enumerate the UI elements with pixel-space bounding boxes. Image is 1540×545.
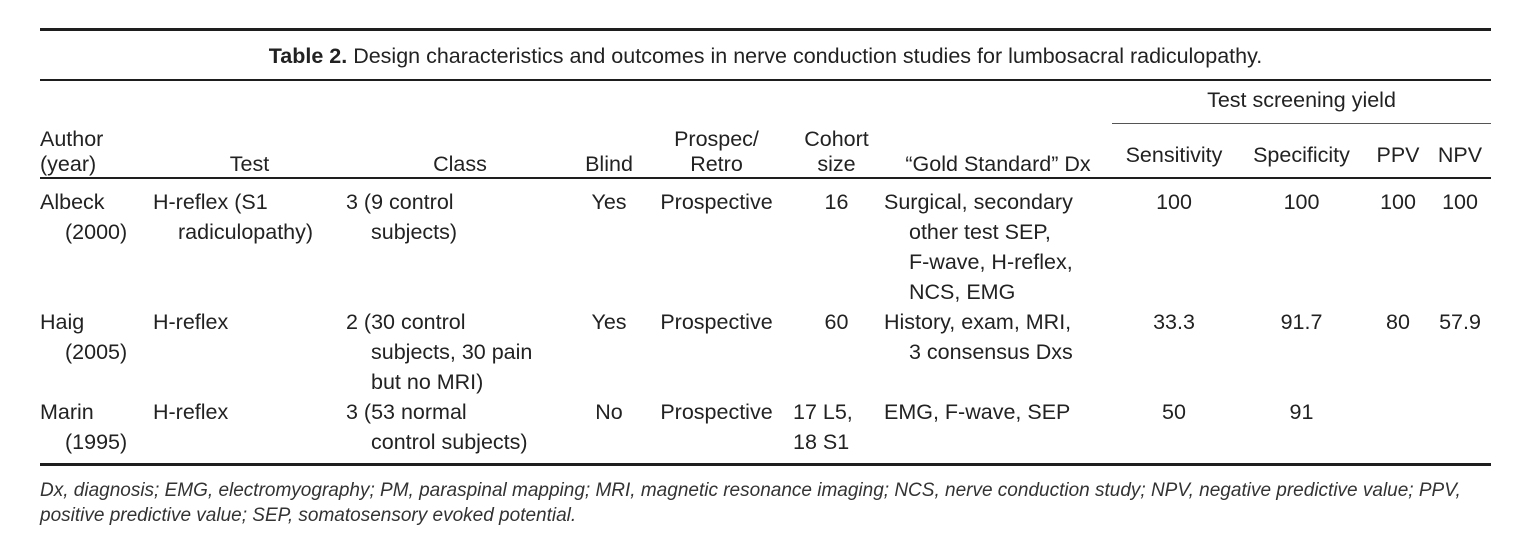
cell-line: 18 S1: [793, 430, 850, 454]
table-row: Albeck (2000) H-reflex (S1 radiculopathy) 3 …: [40, 178, 1491, 307]
cell-line: 3 consensus Dxs: [909, 340, 1073, 364]
table-footnote: Dx, diagnosis; EMG, electromyography; PM…: [40, 480, 1461, 526]
header-specificity: Specificity: [1253, 143, 1350, 167]
cell-class: 3 (9 control subjects): [346, 178, 574, 307]
cell-line: History, exam, MRI,: [884, 310, 1072, 334]
cell-author: Marin (1995): [40, 397, 153, 463]
cell-line: NCS, EMG: [909, 280, 1016, 304]
cell-class: 3 (53 normal control subjects): [346, 397, 574, 463]
header-blind: Blind: [585, 152, 633, 176]
cell-line: 60: [824, 310, 849, 334]
cell-test: H-reflex: [153, 397, 346, 463]
caption-text: Design characteristics and outcomes in n…: [347, 44, 1263, 68]
table-figure: Table 2. Design characteristics and outc…: [40, 28, 1492, 528]
header-cohort-size: Cohort size: [804, 127, 869, 176]
cell-ppv: 80: [1386, 310, 1410, 334]
cell-line: (2005): [65, 340, 128, 364]
header-npv: NPV: [1437, 143, 1483, 167]
cell-sensitivity: 50: [1162, 400, 1186, 424]
caption-label: Table 2.: [268, 44, 348, 68]
cell-line: subjects, 30 pain: [371, 340, 533, 364]
cell-line: F-wave, H-reflex,: [909, 250, 1073, 274]
cell-line: Marin: [40, 400, 94, 424]
cell-ppv: [1367, 397, 1429, 463]
cell-line: Haig: [40, 310, 85, 334]
cell-line: 3 (53 normal: [346, 400, 467, 424]
header-sensitivity: Sensitivity: [1125, 143, 1223, 167]
caption-rule: [40, 79, 1491, 81]
cell-prospec: Prospective: [660, 310, 773, 334]
bottom-rule: [40, 463, 1491, 466]
header-test-screening-yield: Test screening yield: [1112, 81, 1492, 124]
header-test: Test: [229, 152, 270, 176]
cell-specificity: 100: [1283, 190, 1320, 214]
cell-line: H-reflex: [153, 400, 229, 424]
cell-specificity: 91.7: [1280, 310, 1323, 334]
cell-author: Haig (2005): [40, 307, 153, 397]
cell-line: 3 (9 control: [346, 190, 454, 214]
cell-cohort: 60: [789, 307, 884, 397]
table-row: Haig (2005) H-reflex 2 (30 control subjects,…: [40, 307, 1491, 397]
cell-specificity: 91: [1289, 400, 1314, 424]
header-gold-standard: “Gold Standard” Dx: [905, 152, 1091, 176]
table-caption: Table 2. Design characteristics and outc…: [40, 31, 1491, 79]
cell-line: Albeck: [40, 190, 105, 214]
cell-ppv: 100: [1380, 190, 1416, 214]
header-author: Author (year): [40, 127, 104, 176]
cell-line: EMG, F-wave, SEP: [884, 400, 1071, 424]
cell-prospec: Prospective: [660, 190, 773, 214]
cell-line: H-reflex: [153, 310, 229, 334]
cell-npv: [1429, 397, 1491, 463]
cell-blind: Yes: [591, 310, 627, 334]
cell-cohort: 17 L5, 18 S1: [789, 397, 884, 463]
cell-blind: Yes: [591, 190, 627, 214]
cell-sensitivity: 100: [1156, 190, 1192, 214]
cell-line: (1995): [65, 430, 128, 454]
data-table: Author (year) Test Class Blind Prospec/ …: [40, 81, 1492, 463]
top-rule: [40, 28, 1491, 31]
cell-line: other test SEP,: [909, 220, 1051, 244]
cell-line: 17 L5,: [793, 400, 853, 424]
cell-class: 2 (30 control subjects, 30 pain but no MRI…: [346, 307, 574, 397]
cell-line: 16: [824, 190, 849, 214]
table-row: Marin (1995) H-reflex 3 (53 normal control s…: [40, 397, 1491, 463]
cell-line: (2000): [65, 220, 128, 244]
cell-gold: Surgical, secondary other test SEP, F-wave…: [884, 178, 1112, 307]
cell-line: subjects): [371, 220, 458, 244]
header-prospec-retro: Prospec/ Retro: [674, 127, 759, 176]
cell-line: but no MRI): [371, 370, 484, 394]
cell-sensitivity: 33.3: [1153, 310, 1195, 334]
cell-line: control subjects): [371, 430, 528, 454]
cell-blind: No: [595, 400, 623, 424]
cell-test: H-reflex (S1 radiculopathy): [153, 178, 346, 307]
cell-gold: History, exam, MRI, 3 consensus Dxs: [884, 307, 1112, 397]
cell-line: H-reflex (S1: [153, 190, 268, 214]
cell-gold: EMG, F-wave, SEP: [884, 397, 1112, 463]
cell-prospec: Prospective: [660, 400, 773, 424]
header-class: Class: [433, 152, 487, 176]
cell-cohort: 16: [789, 178, 884, 307]
cell-test: H-reflex: [153, 307, 346, 397]
header-ppv: PPV: [1376, 143, 1420, 167]
cell-line: radiculopathy): [178, 220, 314, 244]
cell-npv: 57.9: [1439, 310, 1481, 334]
cell-author: Albeck (2000): [40, 178, 153, 307]
table-body: Albeck (2000) H-reflex (S1 radiculopathy) 3 …: [40, 178, 1491, 463]
cell-line: Surgical, secondary: [884, 190, 1073, 214]
cell-npv: 100: [1442, 190, 1478, 214]
cell-line: 2 (30 control: [346, 310, 466, 334]
